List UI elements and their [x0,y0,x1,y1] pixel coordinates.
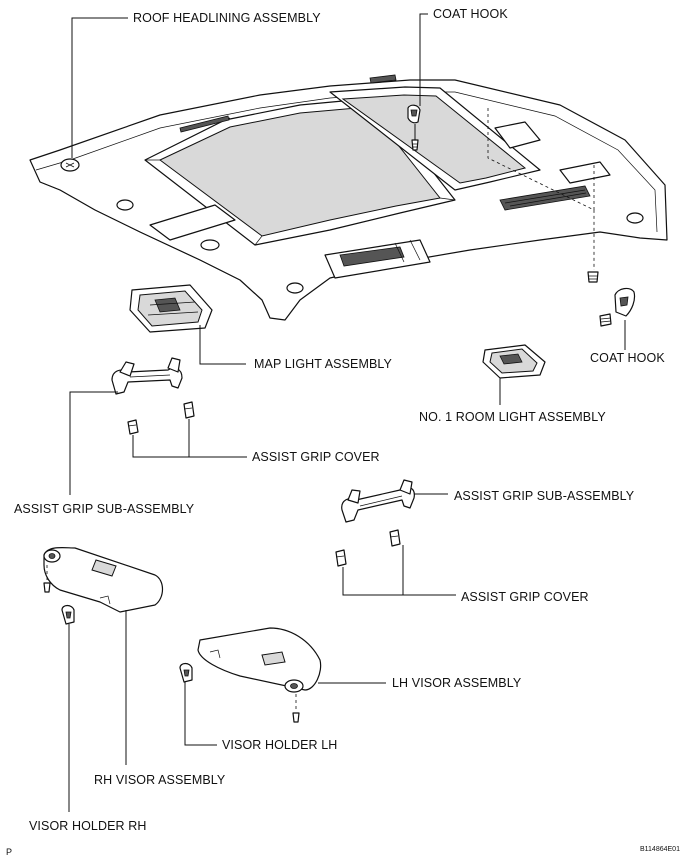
label-coat-hook-right: COAT HOOK [590,351,665,365]
assist-grip-sub-assembly-right [341,479,415,523]
no1-room-light-assembly [482,344,546,379]
label-rh-visor-assembly: RH VISOR ASSEMBLY [94,773,226,787]
map-light-assembly [129,284,213,333]
label-roof-headlining-assembly: ROOF HEADLINING ASSEMBLY [133,11,321,25]
lh-visor-assembly [197,627,322,723]
label-lh-visor-assembly: LH VISOR ASSEMBLY [392,676,522,690]
visor-holder-rh [61,604,75,625]
label-assist-grip-cover-left: ASSIST GRIP COVER [252,450,380,464]
leader-lines [68,13,626,812]
label-visor-holder-lh: VISOR HOLDER LH [222,738,338,752]
figure-code: B114864E01 [640,846,680,853]
label-no1-room-light-assembly: NO. 1 ROOM LIGHT ASSEMBLY [419,410,606,424]
page-marker: P [6,847,13,857]
label-assist-grip-cover-right: ASSIST GRIP COVER [461,590,589,604]
label-coat-hook-top: COAT HOOK [433,7,508,21]
coat-hook-mounting-guides [487,108,595,270]
visor-holder-lh [179,662,193,683]
roof-headlining-assembly [29,74,668,321]
coat-hook-top [407,104,421,151]
assist-grip-sub-assembly-left [111,357,183,395]
rh-visor-assembly [43,546,164,613]
label-assist-grip-sub-assembly-left: ASSIST GRIP SUB-ASSEMBLY [14,502,195,516]
label-assist-grip-sub-assembly-right: ASSIST GRIP SUB-ASSEMBLY [454,489,635,503]
label-visor-holder-rh: VISOR HOLDER RH [29,819,147,833]
label-map-light-assembly: MAP LIGHT ASSEMBLY [254,357,392,371]
assist-grip-cover-left [127,401,195,435]
coat-hook-right [587,271,636,327]
assist-grip-cover-right [335,529,401,567]
